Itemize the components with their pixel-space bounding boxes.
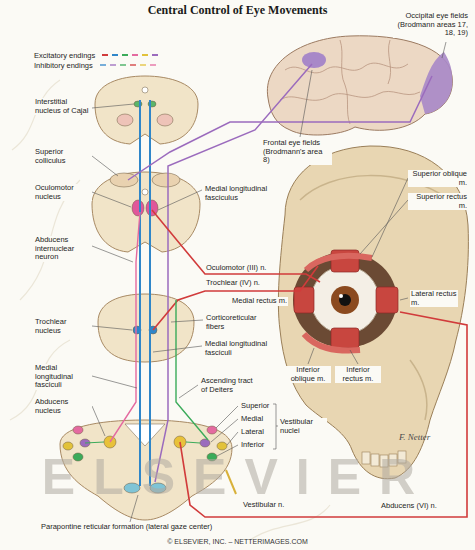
watermark: ELSEVIER: [41, 452, 434, 502]
legend-row: Inhibitory endings: [34, 60, 163, 70]
structure-label: Parapontine reticular formation (lateral…: [40, 523, 213, 532]
eye-muscles: [294, 250, 398, 348]
pathways: [85, 64, 467, 517]
occipital-eye-field: [420, 52, 452, 114]
structure-label: Interstitial nucleus of Cajal: [34, 98, 92, 115]
legend-line-sample: [101, 52, 163, 58]
legend-text: Excitatory endings: [34, 51, 95, 60]
skull: [278, 146, 468, 479]
nerve-label: Trochlear (IV) n.: [205, 279, 261, 288]
brain: [267, 36, 452, 135]
structure-label: Medial longitudinal fasciculus: [204, 185, 272, 202]
artist-signature: F. Netter: [398, 432, 431, 442]
nucleus-label: Lateral: [240, 428, 265, 437]
structure-label: Medial longitudinal fasciculi: [204, 340, 272, 357]
area-label: Occipital eye fields (Brodmann areas 17,…: [393, 12, 469, 38]
nerve-label: Oculomotor (III) n.: [205, 264, 267, 273]
legend-row: Excitatory endings: [34, 50, 163, 60]
structure-label: Superior colliculus: [34, 148, 92, 165]
structure-label: Ascending tract of Deiters: [200, 377, 262, 394]
legend: Excitatory endingsInhibitory endings: [34, 50, 163, 70]
muscle-label: Superior rectus m.: [408, 193, 468, 210]
legend-text: Inhibitory endings: [34, 61, 93, 70]
nerve-label: Abducens (VI) n.: [380, 502, 438, 511]
structure-label: Corticoreticular fibers: [205, 314, 269, 331]
muscle-label: Inferior rectus m.: [335, 366, 381, 383]
muscle-label: Medial rectus m.: [231, 297, 288, 306]
structure-label: Abducens nucleus: [34, 398, 92, 415]
structure-label: Abducens internuclear neuron: [34, 236, 92, 262]
area-label: Frontal eye fields (Brodmann's area 8): [262, 139, 332, 165]
muscle-label: Inferior oblique m.: [285, 366, 331, 383]
nerve-label: Vestibular n.: [242, 501, 285, 510]
leader-lines: [92, 42, 446, 522]
legend-line-sample: [99, 62, 161, 68]
structure-label: Medial longitudinal fasciculi: [34, 364, 92, 390]
structure-label: Oculomotor nucleus: [34, 184, 92, 201]
structure-label: Trochlear nucleus: [34, 318, 92, 335]
nucleus-label: Inferior: [240, 441, 265, 450]
eyeball: [311, 266, 379, 334]
copyright-caption: © ELSEVIER, INC. – NETTERIMAGES.COM: [0, 538, 475, 545]
muscle-label: Lateral rectus m.: [410, 290, 458, 307]
group-label: Vestibular nuclei: [279, 418, 327, 435]
frontal-eye-field: [302, 52, 326, 68]
muscle-label: Superior oblique m.: [408, 170, 468, 187]
nucleus-label: Superior: [240, 402, 270, 411]
nucleus-label: Medial: [240, 415, 264, 424]
